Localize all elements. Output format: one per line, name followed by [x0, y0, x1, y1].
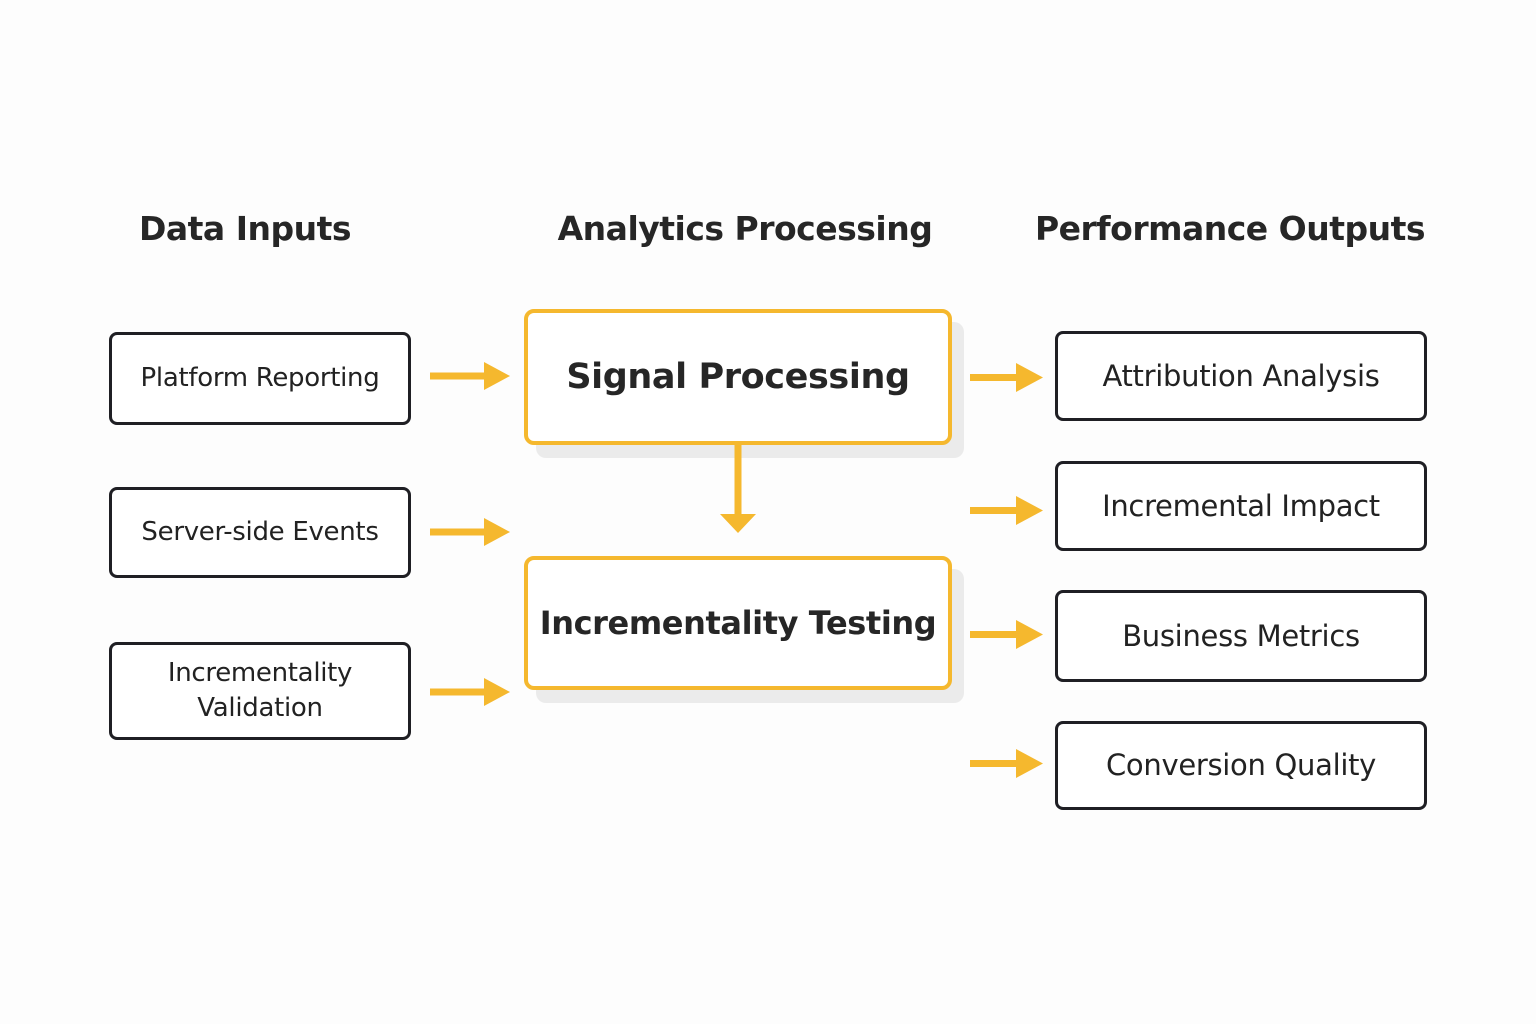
arrow-right-icon — [430, 678, 510, 706]
output-node-attribution-analysis: Attribution Analysis — [1055, 331, 1427, 421]
output-node-label: Attribution Analysis — [1102, 358, 1380, 393]
output-node-label: Incremental Impact — [1102, 488, 1380, 523]
input-node-label: Platform Reporting — [140, 363, 380, 393]
data-inputs-header: Data Inputs — [139, 209, 352, 248]
arrow-down-icon — [720, 445, 756, 533]
output-node-conversion-quality: Conversion Quality — [1055, 721, 1427, 810]
arrow-right-icon — [970, 620, 1043, 649]
process-node-label: Incrementality Testing — [539, 604, 937, 642]
process-node-incrementality-testing: Incrementality Testing — [524, 556, 952, 690]
performance-outputs-header: Performance Outputs — [1034, 209, 1426, 248]
input-node-label: Server-side Events — [141, 517, 379, 547]
arrow-right-icon — [970, 749, 1043, 778]
arrow-right-icon — [970, 363, 1043, 392]
input-node-incrementality-validation: Incrementality Validation — [109, 642, 411, 740]
arrow-right-icon — [430, 518, 510, 546]
output-node-label: Business Metrics — [1122, 618, 1360, 653]
output-node-label: Conversion Quality — [1105, 748, 1377, 782]
process-node-signal-processing: Signal Processing — [524, 309, 952, 445]
input-node-server-side-events: Server-side Events — [109, 487, 411, 578]
analytics-processing-header: Analytics Processing — [557, 209, 933, 248]
arrow-right-icon — [970, 496, 1043, 525]
input-node-label-line2: Validation — [197, 693, 323, 723]
output-node-business-metrics: Business Metrics — [1055, 590, 1427, 682]
input-node-label-line1: Incrementality — [167, 658, 353, 688]
input-node-label-wrapper: Incrementality Validation — [167, 656, 353, 726]
arrow-right-icon — [430, 362, 510, 390]
process-node-label: Signal Processing — [566, 357, 910, 397]
input-node-platform-reporting: Platform Reporting — [109, 332, 411, 425]
output-node-incremental-impact: Incremental Impact — [1055, 461, 1427, 551]
